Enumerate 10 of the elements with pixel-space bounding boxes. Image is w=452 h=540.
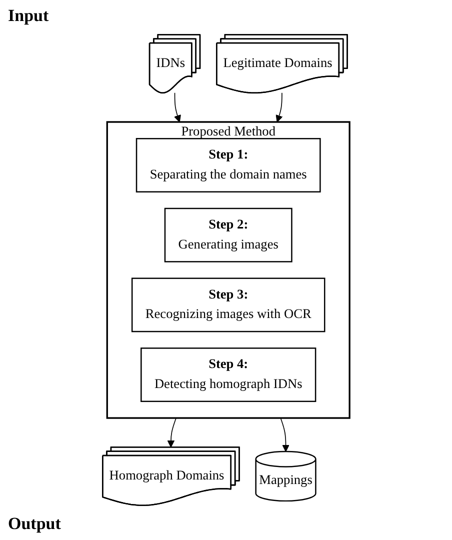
node-box: Step 4: Detecting homograph IDNs (140, 348, 316, 402)
arrow (167, 418, 176, 448)
arrow (280, 418, 290, 452)
arrow (174, 92, 181, 122)
arrow (276, 92, 283, 122)
node-box: Step 1: Separating the domain names (136, 138, 321, 192)
section-heading: Output (8, 514, 62, 534)
section-heading: Input (8, 6, 50, 26)
node-box: Step 3: Recognizing images with OCR (131, 278, 326, 332)
node-box: Step 2: Generating images (164, 208, 292, 262)
